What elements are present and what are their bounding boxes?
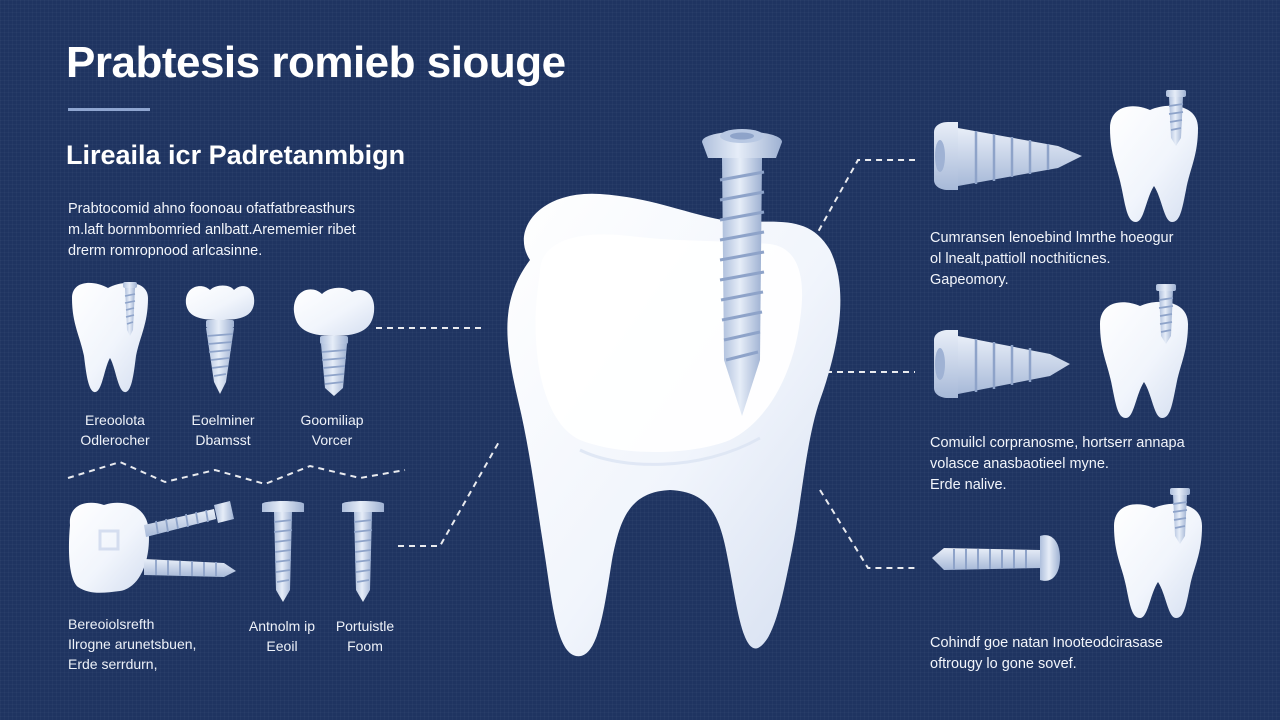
tooth-with-implant-icon xyxy=(1114,488,1202,618)
dashed-connector xyxy=(819,489,915,569)
implant-with-crown-icon xyxy=(293,287,375,396)
screw-horizontal-icon xyxy=(932,535,1060,581)
caption-line: Erde serrdurn, xyxy=(68,656,158,672)
caption-line: Bereoiolsrefth xyxy=(68,616,155,632)
caption-line: Ilrogne arunetsbuen, xyxy=(68,636,197,652)
implant-screw-icon xyxy=(702,129,782,416)
caption-line: Odlerocher xyxy=(80,432,150,448)
bottom-middle-caption: Antnolm ip Eeoil xyxy=(222,616,342,656)
screw-icon xyxy=(342,501,384,602)
top-row-caption-2: Eoelminer Dbamsst xyxy=(148,410,298,450)
caption-line: ol lnealt,pattioll nocthiticnes. xyxy=(930,251,1111,267)
page-title: Prabtesis romieb siouge xyxy=(66,38,566,87)
implant-horizontal-icon xyxy=(934,330,1070,398)
implant-horizontal-icon xyxy=(934,122,1082,190)
caption-line: Goomiliap xyxy=(300,412,364,428)
caption-line: Gapeomory. xyxy=(930,272,1009,288)
caption-line: Dbamsst xyxy=(195,432,251,448)
intro-paragraph: Prabtocomid ahno foonoau ofatfatbreasthu… xyxy=(68,199,356,262)
title-underline xyxy=(68,108,150,111)
intro-line: m.laft bornmbomried anlbatt.Arememier ri… xyxy=(68,222,356,238)
dashed-connector xyxy=(67,460,406,486)
tooth-with-implant-icon xyxy=(1110,90,1198,222)
crown-with-screws-icon xyxy=(68,501,236,593)
screw-icon xyxy=(144,501,234,537)
implant-with-crown-icon xyxy=(185,285,255,394)
right-caption-2: Comuilcl corpranosme, hortserr annapa vo… xyxy=(930,433,1185,496)
caption-line: Comuilcl corpranosme, hortserr annapa xyxy=(930,435,1185,451)
tooth-with-implant-icon xyxy=(1100,284,1188,418)
dashed-connector xyxy=(807,159,915,251)
right-caption-3: Cohindf goe natan Inooteodcirasase oftro… xyxy=(930,633,1163,675)
caption-line: Antnolm ip xyxy=(248,618,316,634)
top-row-caption-3: Goomiliap Vorcer xyxy=(257,410,407,450)
screw-icon xyxy=(144,559,236,577)
caption-line: Portuistle xyxy=(335,618,395,634)
caption-line: Cohindf goe natan Inooteodcirasase xyxy=(930,635,1163,651)
intro-line: Prabtocomid ahno foonoau ofatfatbreasthu… xyxy=(68,201,355,217)
dashed-connector xyxy=(398,439,501,547)
caption-line: volasce anasbaotieel myne. xyxy=(930,456,1109,472)
tooth-with-implant-icon xyxy=(72,282,148,393)
caption-line: Eoelminer xyxy=(191,412,255,428)
right-caption-1: Cumransen lenoebind lmrthe hoeogur ol ln… xyxy=(930,228,1173,291)
bottom-right-caption: Portuistle Foom xyxy=(305,616,425,656)
caption-line: Erde nalive. xyxy=(930,477,1007,493)
caption-line: Foom xyxy=(347,638,383,654)
caption-line: Ereoolota xyxy=(85,412,145,428)
caption-line: oftrougy lo gone sovef. xyxy=(930,656,1077,672)
bottom-left-caption: Bereoiolsrefth Ilrogne arunetsbuen, Erde… xyxy=(68,614,196,674)
section-subtitle: Lireaila icr Padretanmbign xyxy=(66,140,406,170)
top-row-caption-1: Ereoolota Odlerocher xyxy=(40,410,190,450)
caption-line: Vorcer xyxy=(311,432,353,448)
intro-line: drerm romropnood arlcasinne. xyxy=(68,243,263,259)
caption-line: Cumransen lenoebind lmrthe hoeogur xyxy=(930,230,1174,246)
central-tooth-with-implant-icon xyxy=(507,129,841,657)
caption-line: Eeoil xyxy=(266,638,298,654)
screw-icon xyxy=(262,501,304,602)
